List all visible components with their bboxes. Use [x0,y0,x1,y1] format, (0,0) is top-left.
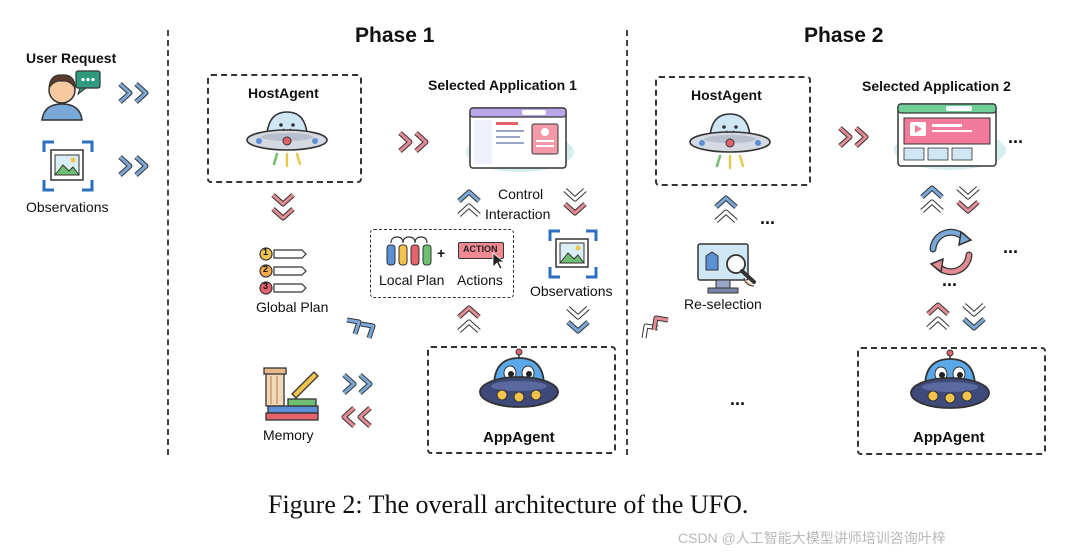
double-chevron-up-icon [920,185,944,213]
numbered-list-icon [259,247,307,295]
app-agent-2-box [857,347,1046,455]
app-agent-1-label: AppAgent [483,429,555,446]
double-chevron-right-icon [118,82,149,104]
double-chevron-diagonal-icon [346,317,376,339]
double-chevron-up-icon [714,195,738,223]
ellipsis-phase2-bottom: ... [730,389,746,409]
observations-left-label: Observations [26,199,109,215]
double-chevron-left-icon [341,406,372,428]
phase2-title: Phase 2 [804,24,884,47]
double-chevron-down-icon [962,303,986,331]
host-agent-1-box [207,74,362,183]
control-label-line2: Interaction [485,206,551,222]
global-plan-list: 1 2 3 [258,246,308,298]
host-agent-2-label: HostAgent [691,87,762,103]
separator-phase [626,30,628,455]
double-chevron-down-icon [566,306,590,334]
user-avatar-icon [41,70,101,121]
cursor-icon [492,252,506,270]
global-plan-label: Global Plan [256,299,329,315]
observations-mid-label: Observations [530,283,613,299]
double-chevron-right-icon [838,126,869,148]
control-label-line1: Control [498,186,544,202]
double-chevron-up-icon [457,189,481,217]
refresh-cycle-icon [929,228,973,276]
double-chevron-down-icon [563,188,587,216]
memory-books-icon [263,367,319,421]
plan-number-3: 3 [263,281,269,291]
local-plan-label: Local Plan [379,272,445,288]
app-agent-1-box [427,346,616,454]
plan-number-1: 1 [263,247,269,257]
ufo-host-icon [689,113,771,170]
figure-caption: Figure 2: The overall architecture of th… [268,490,749,519]
phase1-title: Phase 1 [355,24,435,47]
ufo-app-icon [479,348,559,408]
observation-image-icon [42,140,94,192]
reselection-monitor-icon [697,243,756,294]
app-window-1-icon [466,107,574,172]
host-agent-2-box [655,76,811,186]
selected-app-1-label: Selected Application 1 [428,77,577,93]
local-plan-icon [386,236,432,266]
memory-label: Memory [263,427,314,443]
ellipsis-cycle-right: ... [1003,237,1019,257]
action-badge: ACTION [458,242,504,259]
observation-image-icon [548,229,598,279]
app-agent-2-label: AppAgent [913,429,985,446]
reselection-label: Re-selection [684,296,762,312]
double-chevron-down-icon [271,193,295,221]
double-chevron-up-icon [926,302,950,330]
ellipsis-cycle-below: ... [942,270,958,290]
double-chevron-diagonal-icon [641,315,669,339]
double-chevron-down-icon [956,186,980,214]
user-request-label: User Request [26,50,117,66]
actions-label: Actions [457,272,503,288]
ellipsis-host2: ... [760,208,776,228]
plus-sign: + [437,245,446,261]
app-window-2-icon [894,103,1006,170]
separator-left [167,30,169,455]
ufo-app-icon [910,349,990,409]
double-chevron-right-icon [342,373,373,395]
ellipsis-app2: ... [1008,127,1024,147]
plan-number-2: 2 [263,264,269,274]
selected-app-2-label: Selected Application 2 [862,78,1011,94]
action-badge-text: ACTION [463,244,498,254]
host-agent-1-label: HostAgent [248,85,319,101]
double-chevron-right-icon [398,131,429,153]
local-plan-actions-box [370,229,514,298]
double-chevron-up-icon [457,305,481,333]
watermark: CSDN @人工智能大模型讲师培训咨询叶梓 [678,530,946,546]
ufo-host-icon [246,111,328,168]
double-chevron-right-icon [118,155,149,177]
